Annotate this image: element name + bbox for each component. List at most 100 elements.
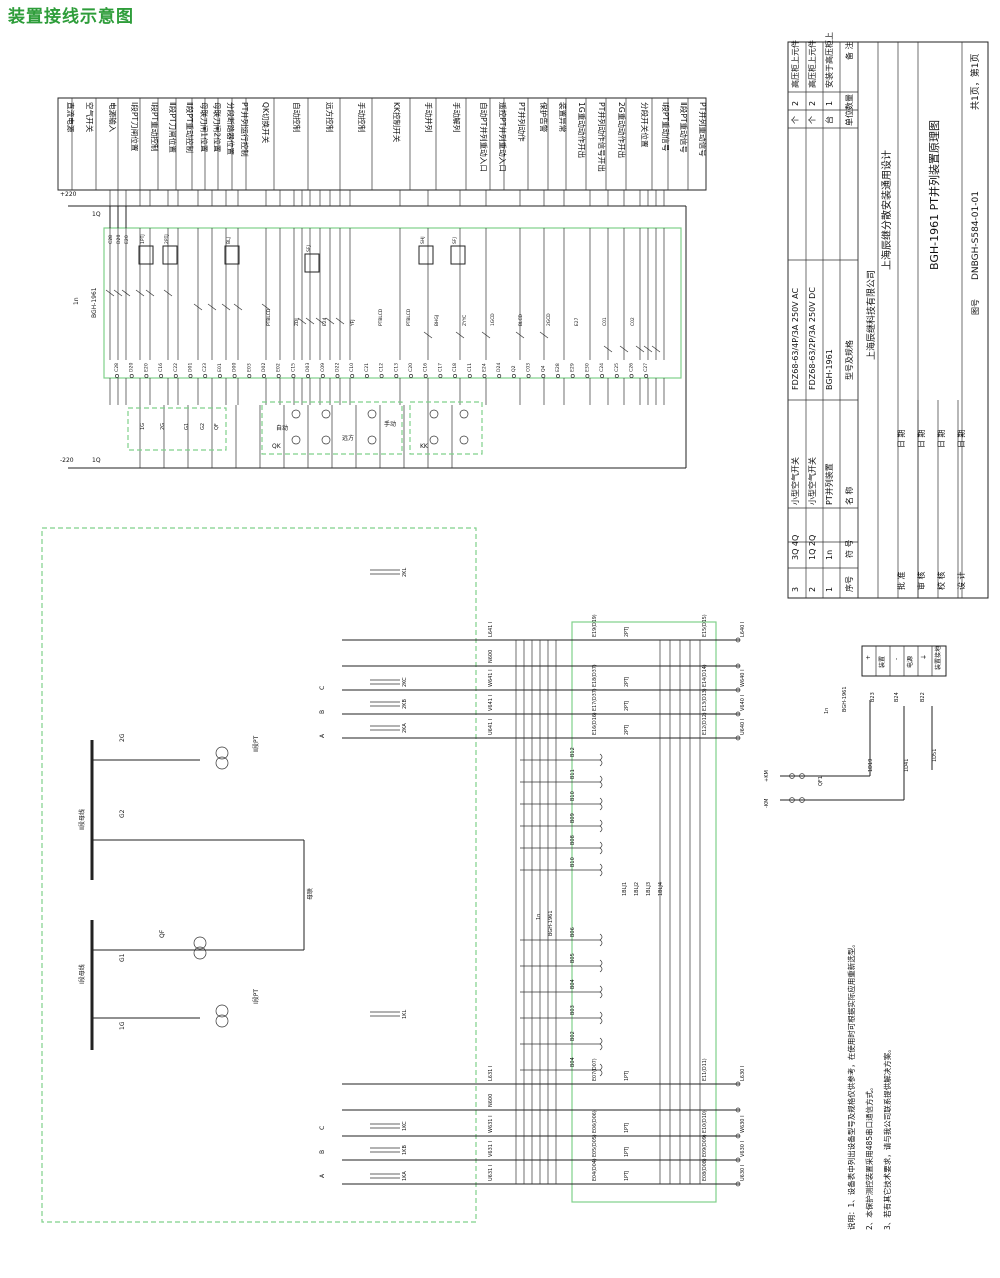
table-cell: 1 bbox=[825, 587, 834, 592]
terminal-label: E10(D10) bbox=[702, 1110, 708, 1133]
winding bbox=[599, 933, 603, 947]
kl-label: 2KL bbox=[402, 568, 408, 577]
terminal-label: E05(D05) bbox=[592, 1134, 598, 1157]
line-label: N600 bbox=[488, 650, 494, 663]
relay-label: ZYYC bbox=[462, 315, 468, 326]
phase-label: B bbox=[319, 1150, 326, 1154]
terminal bbox=[585, 374, 590, 378]
terminal-label: D22 bbox=[335, 363, 341, 372]
device-label3: 1n bbox=[824, 708, 830, 714]
terminal-label: E29 bbox=[570, 363, 576, 372]
rotary-contact bbox=[459, 435, 469, 445]
line-label: V631 I bbox=[488, 1141, 494, 1157]
role-label: 批 准 bbox=[896, 571, 906, 590]
line-label: W640 I bbox=[740, 669, 746, 687]
terminal bbox=[541, 374, 546, 378]
terminal bbox=[735, 687, 741, 693]
terminal-label: D20 bbox=[129, 363, 135, 372]
terminal bbox=[320, 374, 325, 378]
terminal bbox=[159, 374, 164, 378]
terminal-label: C12 bbox=[379, 363, 385, 372]
phase-label: C bbox=[319, 686, 326, 690]
qk-label: QK bbox=[272, 443, 282, 450]
power-box-label: 装置接地 bbox=[934, 646, 942, 670]
table-cell: 2 bbox=[808, 587, 817, 592]
table-header: 名 称 bbox=[844, 486, 854, 505]
d1041-label: 1D41 bbox=[904, 759, 910, 772]
line-label: U641 I bbox=[488, 719, 494, 735]
table-cell: 2 bbox=[791, 101, 800, 106]
terminal bbox=[335, 374, 340, 378]
column-header: 手动并列 bbox=[424, 102, 434, 133]
terminal bbox=[350, 374, 355, 378]
device-model-label: BGH-1961 bbox=[91, 287, 98, 318]
b-terminal: B03 bbox=[570, 1005, 576, 1015]
table-cell: 个 bbox=[808, 116, 817, 124]
dc-rails bbox=[68, 205, 687, 469]
device-boundary bbox=[103, 227, 682, 379]
ptj-label: 2PTJ bbox=[624, 677, 630, 687]
winding bbox=[599, 1063, 603, 1077]
terminal-label: E08(D08) bbox=[702, 1158, 708, 1181]
column-header: 手动解列 bbox=[452, 102, 462, 133]
terminal-label: D20 bbox=[116, 235, 122, 244]
column-header: 保护告警 bbox=[539, 102, 549, 133]
terminal-label: C09 bbox=[320, 363, 326, 372]
line-label: L630 I bbox=[740, 1066, 746, 1081]
blj-label: 1BLJ4 bbox=[658, 882, 664, 896]
terminal-label: D24 bbox=[496, 363, 502, 372]
kl-label: 2KC bbox=[402, 677, 408, 687]
relay-label: PTBLCD bbox=[266, 308, 272, 326]
terminal bbox=[467, 374, 472, 378]
winding bbox=[599, 863, 603, 877]
rotary-contact bbox=[321, 435, 331, 445]
relay-label: BHGJ bbox=[434, 315, 440, 326]
date-label: 日 期 bbox=[917, 429, 926, 448]
q1-label: 1Q bbox=[92, 211, 101, 218]
switch-label: G1 bbox=[184, 423, 190, 430]
line-label: U630 I bbox=[740, 1165, 746, 1181]
table-header: 符 号 bbox=[844, 539, 854, 558]
terminal bbox=[247, 374, 252, 378]
role-label: 校 核 bbox=[936, 571, 946, 590]
terminal-label: C21 bbox=[364, 363, 370, 372]
blj-label: 1BLJ3 bbox=[646, 882, 652, 896]
relay-label: 1GCD bbox=[490, 313, 496, 326]
terminal-label: E20 bbox=[124, 235, 130, 244]
terminal bbox=[735, 1081, 741, 1087]
terminal bbox=[423, 374, 428, 378]
terminal bbox=[144, 374, 149, 378]
company-name: 上海辰继科技有限公司 bbox=[865, 270, 877, 360]
d1019-label: 1D19 bbox=[868, 759, 874, 772]
phase-label: C bbox=[319, 1126, 326, 1130]
column-header: 1G重动动作开出 bbox=[577, 102, 587, 158]
terminal bbox=[735, 711, 741, 717]
table-cell: 3 bbox=[791, 587, 800, 592]
coil-label: 2PTJ bbox=[164, 234, 170, 244]
column-header: 远方控制 bbox=[325, 102, 335, 133]
blj-label: 1BLJ2 bbox=[634, 882, 640, 896]
terminal-label: C10 bbox=[349, 363, 355, 372]
qf1-label: QF1 bbox=[818, 776, 824, 786]
column-header: 自动PT并列重动入口 bbox=[479, 102, 489, 172]
line-label: W641 I bbox=[488, 669, 494, 687]
terminal-label: D01 bbox=[188, 363, 194, 372]
terminal bbox=[232, 374, 237, 378]
b-terminal: B10 bbox=[570, 857, 576, 867]
kl-label: 1KA bbox=[402, 1171, 408, 1181]
column-header: 2G重动动作开出 bbox=[617, 102, 627, 158]
column-header: Ⅰ段PT刀闸位置 bbox=[130, 102, 140, 152]
terminal bbox=[735, 663, 741, 669]
km-minus-label: -KM bbox=[764, 799, 770, 808]
gg2-label: G2 bbox=[119, 809, 126, 818]
primary-system-box bbox=[41, 527, 477, 1223]
power-box-label: 电源 bbox=[906, 656, 914, 668]
terminal bbox=[735, 1157, 741, 1163]
pages: 共1页，第1页 bbox=[969, 54, 981, 110]
table-cell: BGH-1961 bbox=[825, 349, 834, 390]
table-cell: FDZ68-63/4P/3A 250V AC bbox=[791, 287, 800, 390]
ptj-label: 2PTJ bbox=[624, 725, 630, 735]
